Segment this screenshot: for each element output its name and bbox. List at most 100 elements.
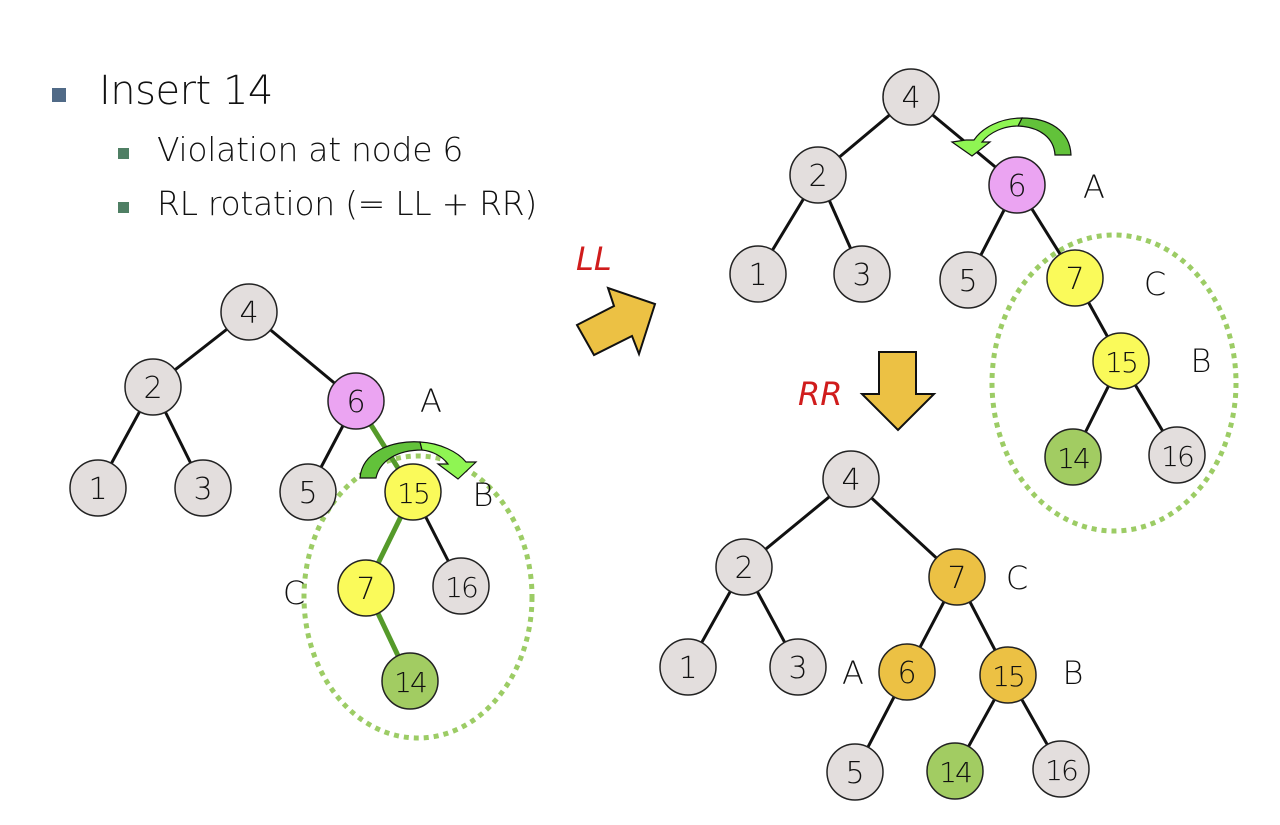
bullet-rotation: RL rotation (= LL + RR): [157, 184, 537, 223]
node-circle: [833, 245, 891, 303]
slide-title: Insert 14: [99, 68, 273, 114]
subtree-ellipse-after-ll: [989, 232, 1239, 534]
node-circle: [939, 251, 997, 309]
node-key: 6: [1007, 169, 1026, 204]
node-circle: [1092, 332, 1150, 390]
subtree-ellipse-before: [301, 453, 535, 741]
tree-node-before-3: 3: [174, 459, 232, 517]
tree-node-after-rr-6: 6: [878, 643, 936, 701]
node-key: 7: [947, 561, 966, 596]
sub-bullet-marker: [118, 202, 129, 213]
tree-node-after-rr-7: 7: [928, 548, 986, 606]
node-circle: [1046, 249, 1104, 307]
ll-operation-label: LL: [576, 240, 612, 278]
node-circle: [381, 652, 439, 710]
tree-node-after-ll-16: 16: [1148, 426, 1206, 484]
node-circle: [1044, 428, 1102, 486]
node-circle: [988, 156, 1046, 214]
node-key: 5: [958, 264, 977, 299]
role-label-before-C: C: [283, 574, 305, 612]
node-circle: [384, 463, 442, 521]
node-key: 5: [298, 476, 317, 511]
tree-node-after-rr-14: 14: [926, 742, 984, 800]
bullet-marker: [52, 88, 66, 102]
rotate-clockwise-icon: [359, 441, 478, 480]
tree-node-after-rr-2: 2: [715, 538, 773, 596]
node-key: 1: [88, 472, 107, 507]
role-label-after-ll-A: A: [1083, 168, 1105, 206]
node-circle: [822, 450, 880, 508]
node-circle: [789, 146, 847, 204]
node-key: 7: [356, 572, 375, 607]
tree-node-after-ll-15: 15: [1092, 332, 1150, 390]
role-label-before-B: B: [473, 476, 494, 514]
node-key: 7: [1065, 262, 1084, 297]
node-key: 1: [678, 651, 697, 686]
node-key: 4: [841, 463, 860, 498]
node-circle: [174, 459, 232, 517]
node-circle: [715, 538, 773, 596]
node-key: 3: [852, 258, 871, 293]
role-label-before-A: A: [420, 382, 442, 420]
node-key: 14: [939, 756, 971, 789]
tree-node-before-14: 14: [381, 652, 439, 710]
rotate-counterclockwise-icon: [950, 117, 1072, 157]
node-circle: [882, 68, 940, 126]
tree-node-before-4: 4: [220, 283, 278, 341]
node-circle: [878, 643, 936, 701]
node-circle: [337, 559, 395, 617]
tree-node-after-ll-3: 3: [833, 245, 891, 303]
node-key: 6: [346, 385, 365, 420]
tree-node-after-ll-14: 14: [1044, 428, 1102, 486]
tree-node-before-1: 1: [69, 459, 127, 517]
role-label-after-rr-B: B: [1063, 654, 1084, 692]
node-circle: [432, 557, 490, 615]
tree-node-after-ll-1: 1: [729, 245, 787, 303]
node-circle: [1032, 740, 1090, 798]
role-label-after-ll-C: C: [1144, 265, 1166, 303]
node-key: 5: [845, 756, 864, 791]
node-key: 16: [445, 571, 477, 604]
role-label-after-rr-C: C: [1006, 559, 1028, 597]
node-key: 14: [394, 666, 426, 699]
node-circle: [928, 548, 986, 606]
tree-node-before-15: 15: [384, 463, 442, 521]
node-circle: [729, 245, 787, 303]
tree-node-after-rr-1: 1: [659, 638, 717, 696]
node-key: 2: [808, 159, 827, 194]
node-circle: [279, 463, 337, 521]
node-key: 15: [992, 660, 1024, 693]
tree-node-after-ll-6: 6: [988, 156, 1046, 214]
node-circle: [659, 638, 717, 696]
tree-node-before-5: 5: [279, 463, 337, 521]
node-key: 2: [143, 371, 162, 406]
sub-bullet-marker: [118, 148, 129, 159]
node-circle: [220, 283, 278, 341]
tree-node-after-rr-5: 5: [826, 743, 884, 801]
role-label-after-rr-A: A: [842, 654, 864, 692]
node-circle: [826, 743, 884, 801]
role-label-after-ll-B: B: [1191, 342, 1212, 380]
node-key: 3: [788, 651, 807, 686]
node-key: 16: [1045, 754, 1077, 787]
tree-node-after-rr-15: 15: [979, 646, 1037, 704]
node-key: 6: [897, 656, 916, 691]
tree-node-after-rr-16: 16: [1032, 740, 1090, 798]
tree-node-before-16: 16: [432, 557, 490, 615]
node-key: 4: [901, 81, 920, 116]
node-key: 16: [1161, 440, 1193, 473]
tree-node-after-ll-5: 5: [939, 251, 997, 309]
node-circle: [327, 372, 385, 430]
rr-arrow-icon: [859, 351, 937, 432]
tree-node-after-rr-3: 3: [769, 638, 827, 696]
tree-node-after-ll-7: 7: [1046, 249, 1104, 307]
bullet-violation: Violation at node 6: [157, 130, 464, 169]
node-circle: [124, 358, 182, 416]
node-circle: [1148, 426, 1206, 484]
node-key: 4: [239, 296, 258, 331]
rr-operation-label: RR: [798, 375, 842, 413]
tree-node-after-rr-4: 4: [822, 450, 880, 508]
node-key: 2: [734, 551, 753, 586]
node-key: 1: [748, 258, 767, 293]
tree-node-before-7: 7: [337, 559, 395, 617]
